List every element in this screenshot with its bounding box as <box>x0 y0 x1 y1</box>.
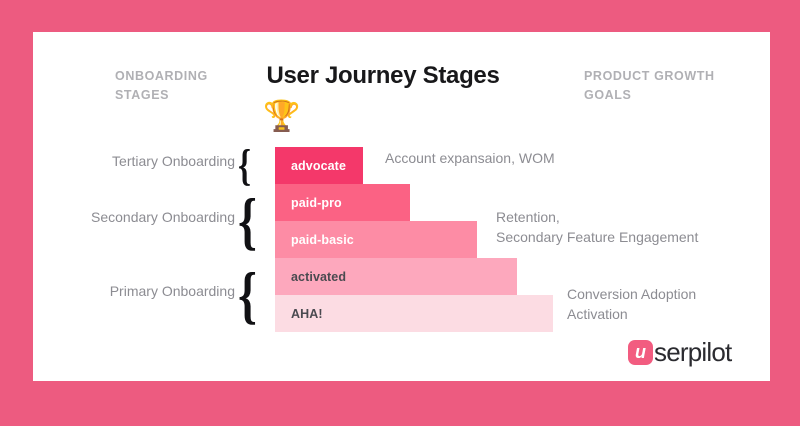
funnel-bar-label: paid-basic <box>291 232 354 247</box>
funnel-chart: advocate paid-pro paid-basic activated A… <box>275 147 553 332</box>
funnel-bar-paid-basic[interactable]: paid-basic <box>275 221 477 258</box>
stage-label-primary: Primary Onboarding <box>109 283 235 299</box>
funnel-bar-aha[interactable]: AHA! <box>275 295 553 332</box>
slide-panel: ONBOARDING STAGES User Journey Stages PR… <box>33 32 770 381</box>
brace-secondary: { <box>238 185 257 256</box>
trophy-icon: 🏆 <box>263 100 301 133</box>
userpilot-logo: u serpilot <box>628 337 732 367</box>
funnel-bar-label: AHA! <box>291 306 323 321</box>
funnel-bar-advocate[interactable]: advocate <box>275 147 363 184</box>
stage-label-tertiary: Tertiary Onboarding <box>112 153 235 169</box>
funnel-bar-label: paid-pro <box>291 195 342 210</box>
brace-tertiary: { <box>238 141 252 190</box>
column-header-product-growth-goals: PRODUCT GROWTH GOALS <box>584 69 715 102</box>
brace-primary: { <box>238 259 257 330</box>
goal-label-secondary: Retention, Secondary Feature Engagement <box>496 209 699 245</box>
page-title: User Journey Stages <box>266 62 500 89</box>
funnel-bar-activated[interactable]: activated <box>275 258 517 295</box>
funnel-bar-paid-pro[interactable]: paid-pro <box>275 184 410 221</box>
userpilot-logo-wordmark: serpilot <box>654 337 732 367</box>
goal-label-tertiary: Account expansaion, WOM <box>385 150 555 166</box>
stage-label-secondary: Secondary Onboarding <box>91 209 235 225</box>
userpilot-logo-mark: u <box>628 339 653 365</box>
funnel-bar-label: activated <box>291 269 347 284</box>
column-header-onboarding-stages: ONBOARDING STAGES <box>115 69 208 102</box>
funnel-bar-label: advocate <box>291 158 346 173</box>
goal-label-primary: Conversion Adoption Activation <box>567 286 697 322</box>
